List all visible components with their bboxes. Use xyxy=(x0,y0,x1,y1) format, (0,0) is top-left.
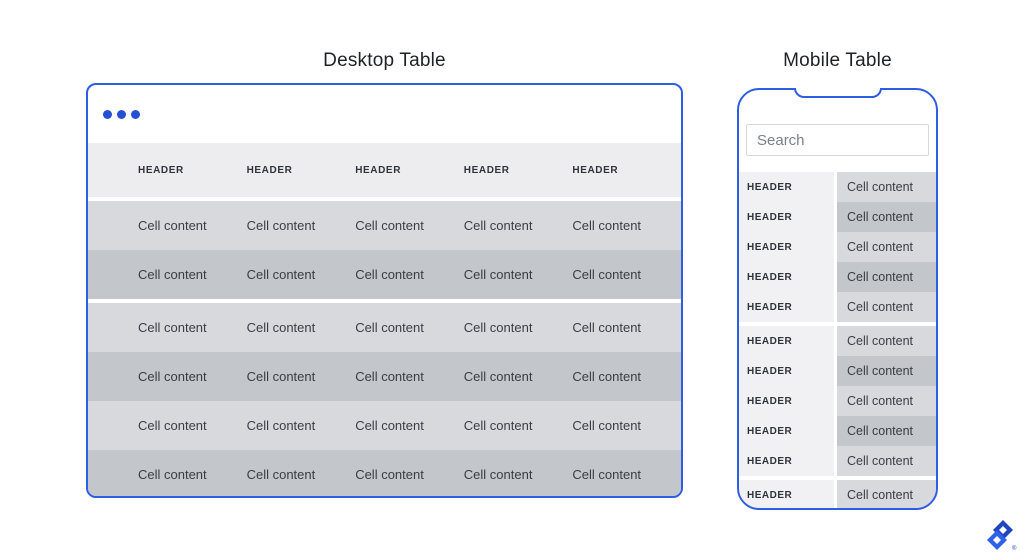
row-content-cell: Cell content xyxy=(837,416,936,446)
row-content-cell: Cell content xyxy=(837,202,936,232)
table-cell: Cell content xyxy=(138,467,207,482)
table-cell: Cell content xyxy=(463,369,533,384)
mobile-table-title: Mobile Table xyxy=(783,50,892,71)
row-content-cell: Cell content xyxy=(837,446,936,476)
row-header-cell: HEADER xyxy=(739,262,834,292)
phone-notch xyxy=(793,88,882,98)
toptal-logo: ® xyxy=(987,520,1017,552)
table-cell: Cell content xyxy=(572,418,642,433)
table-cell: Cell content xyxy=(246,369,316,384)
table-cell: Cell content xyxy=(572,218,642,233)
table-cell: Cell content xyxy=(572,369,642,384)
row-content-cell: Cell content xyxy=(837,356,936,386)
table-cell: Cell content xyxy=(138,218,207,233)
row-header-cell: HEADER xyxy=(739,480,834,508)
window-dot-icon xyxy=(117,109,126,119)
table-row: Cell content Cell content Cell content Cell… xyxy=(88,450,681,496)
desktop-header-row: HEADER HEADER HEADER HEADER HEADER xyxy=(88,143,681,197)
row-header-cell: HEADER xyxy=(739,202,834,232)
search-field-wrap xyxy=(746,124,929,156)
table-cell: Cell content xyxy=(463,267,533,282)
browser-window: HEADER HEADER HEADER HEADER HEADER Cell cont… xyxy=(86,83,683,498)
table-cell: Cell content xyxy=(572,467,642,482)
row-header-cell: HEADER xyxy=(739,232,834,262)
table-cell: Cell content xyxy=(246,267,316,282)
column-header: HEADER xyxy=(138,164,184,176)
row-content-cell: Cell content xyxy=(837,480,936,508)
table-cell: Cell content xyxy=(463,218,533,233)
window-dot-icon xyxy=(131,109,140,119)
table-cell: Cell content xyxy=(463,320,533,335)
registered-mark: ® xyxy=(1012,545,1017,552)
column-header: HEADER xyxy=(572,164,619,176)
table-cell: Cell content xyxy=(355,320,424,335)
table-cell: Cell content xyxy=(246,218,316,233)
row-header-cell: HEADER xyxy=(739,386,834,416)
table-cell: Cell content xyxy=(572,320,642,335)
table-cell: Cell content xyxy=(463,418,533,433)
row-content-cell: Cell content xyxy=(837,232,936,262)
table-cell: Cell content xyxy=(463,467,533,482)
row-content-cell: Cell content xyxy=(837,326,936,356)
column-header: HEADER xyxy=(246,164,293,176)
table-cell: Cell content xyxy=(246,467,316,482)
table-cell: Cell content xyxy=(138,418,207,433)
row-content-cell: Cell content xyxy=(837,172,936,202)
row-header-cell: HEADER xyxy=(739,416,834,446)
table-cell: Cell content xyxy=(355,467,424,482)
column-header: HEADER xyxy=(463,164,510,176)
search-input[interactable] xyxy=(746,124,929,156)
table-cell: Cell content xyxy=(355,267,424,282)
table-cell: Cell content xyxy=(138,369,207,384)
row-header-cell: HEADER xyxy=(739,172,834,202)
table-cell: Cell content xyxy=(355,218,424,233)
table-cell: Cell content xyxy=(138,320,207,335)
table-cell: Cell content xyxy=(246,418,316,433)
table-row: Cell content Cell content Cell content Cell… xyxy=(88,303,681,352)
table-cell: Cell content xyxy=(138,267,207,282)
browser-chrome-bar xyxy=(88,85,681,143)
row-content-cell: Cell content xyxy=(837,292,936,322)
desktop-table-title: Desktop Table xyxy=(323,50,446,71)
table-cell: Cell content xyxy=(355,418,424,433)
table-cell: Cell content xyxy=(246,320,316,335)
table-cell: Cell content xyxy=(355,369,424,384)
table-row: Cell content Cell content Cell content Cell… xyxy=(88,250,681,299)
table-row: Cell content Cell content Cell content Cell… xyxy=(88,401,681,450)
table-row: Cell content Cell content Cell content Cell… xyxy=(88,201,681,250)
column-header: HEADER xyxy=(355,164,402,176)
row-header-cell: HEADER xyxy=(739,326,834,356)
table-row: Cell content Cell content Cell content Cell… xyxy=(88,352,681,401)
row-header-cell: HEADER xyxy=(739,292,834,322)
row-content-cell: Cell content xyxy=(837,262,936,292)
row-header-cell: HEADER xyxy=(739,356,834,386)
window-dot-icon xyxy=(103,109,112,119)
row-content-cell: Cell content xyxy=(837,386,936,416)
table-cell: Cell content xyxy=(572,267,642,282)
row-header-cell: HEADER xyxy=(739,446,834,476)
